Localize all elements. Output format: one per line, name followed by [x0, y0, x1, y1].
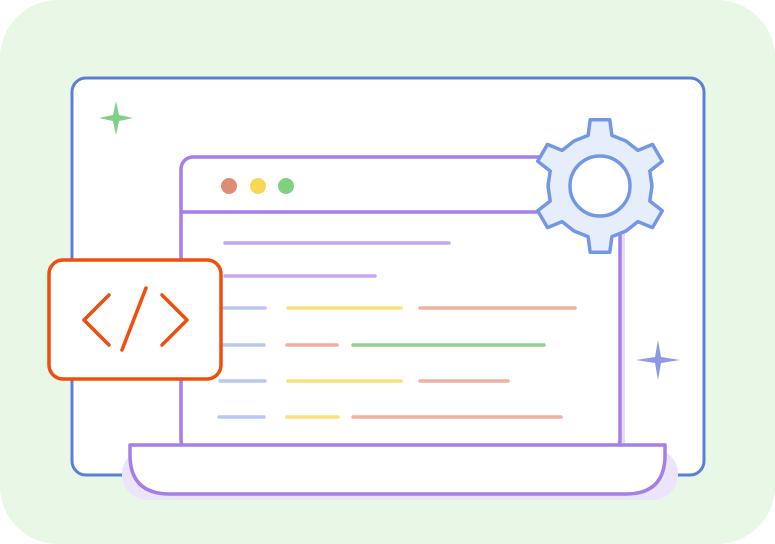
- gear-icon: [535, 117, 665, 255]
- laptop-base: [128, 443, 667, 496]
- code-lines: [217, 241, 577, 419]
- sparkle-icon: [636, 340, 680, 380]
- code-brackets-icon: [47, 258, 223, 381]
- window-dot-yellow: [250, 178, 266, 194]
- sparkle-icon: [99, 101, 133, 135]
- window-dot-green: [278, 178, 294, 194]
- window-dot-red: [221, 178, 237, 194]
